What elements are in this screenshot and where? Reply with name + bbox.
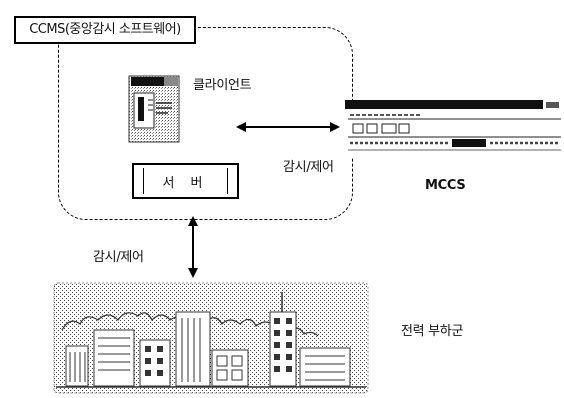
- client-mccs-arrow: [236, 122, 340, 132]
- mccs-window-icon: [345, 100, 561, 158]
- client-mccs-edge-label: 감시/제어: [283, 156, 334, 175]
- server-load-arrow: [188, 216, 198, 278]
- load-group-label: 전력 부하군: [401, 320, 463, 339]
- city-skyline-icon: [54, 283, 368, 393]
- client-label: 클라이언트: [193, 74, 251, 93]
- server-load-edge-label: 감시/제어: [93, 246, 144, 265]
- client-window-icon: [129, 76, 179, 142]
- server-label: 서 버: [134, 172, 237, 191]
- server-box: 서 버: [132, 163, 239, 199]
- mccs-label: MCCS: [425, 178, 465, 193]
